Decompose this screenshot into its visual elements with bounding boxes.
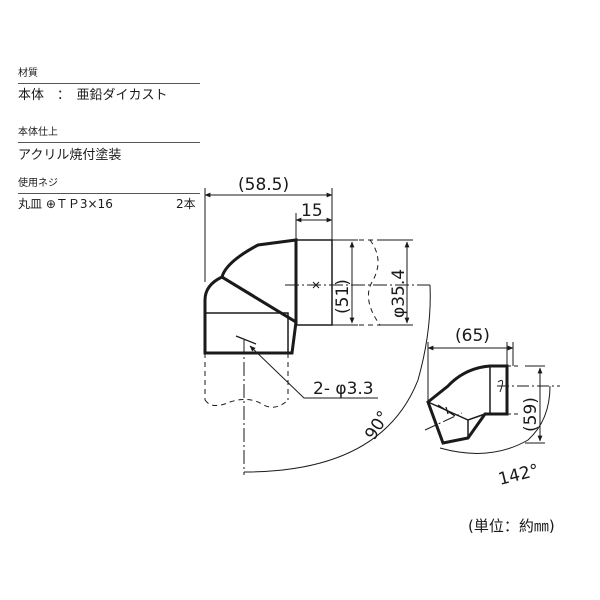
main-dimensions	[204, 188, 413, 399]
spec-screw: 使用ネジ 丸皿 ⊕ＴＰ3×16 2本	[18, 178, 200, 211]
unit-note: (単位：約㎜)	[468, 517, 555, 535]
material-rule	[18, 83, 200, 84]
main-elbow	[203, 238, 431, 475]
material-label: 材質	[18, 68, 38, 79]
screw-rule	[18, 193, 200, 194]
dim-angle-small: 142°	[496, 461, 541, 490]
finish-value: アクリル焼付塗装	[18, 148, 122, 163]
dim-diameter: φ35.4	[389, 269, 409, 318]
dim-overall-width: (58.5)	[238, 175, 289, 195]
spec-finish: 本体仕上 アクリル焼付塗装	[18, 127, 200, 163]
material-value: 本体 ： 亜鉛ダイカスト	[18, 88, 168, 103]
dim-holes: 2- φ3.3	[313, 379, 374, 399]
dim-small-width: (65)	[455, 326, 490, 346]
screw-value: 丸皿 ⊕ＴＰ3×16	[18, 197, 113, 211]
screw-qty: 2本	[176, 197, 196, 211]
spec-material: 材質 本体 ： 亜鉛ダイカスト	[18, 68, 200, 103]
finish-rule	[18, 142, 200, 143]
dim-angle-main: 90°	[361, 407, 394, 443]
dim-height: (51)	[333, 279, 353, 314]
small-elbow	[424, 364, 560, 454]
finish-label: 本体仕上	[18, 127, 58, 138]
dim-socket-depth: 15	[301, 201, 323, 221]
screw-label: 使用ネジ	[18, 178, 58, 189]
dim-small-height: (59)	[521, 397, 541, 432]
small-dimensions	[427, 342, 545, 444]
